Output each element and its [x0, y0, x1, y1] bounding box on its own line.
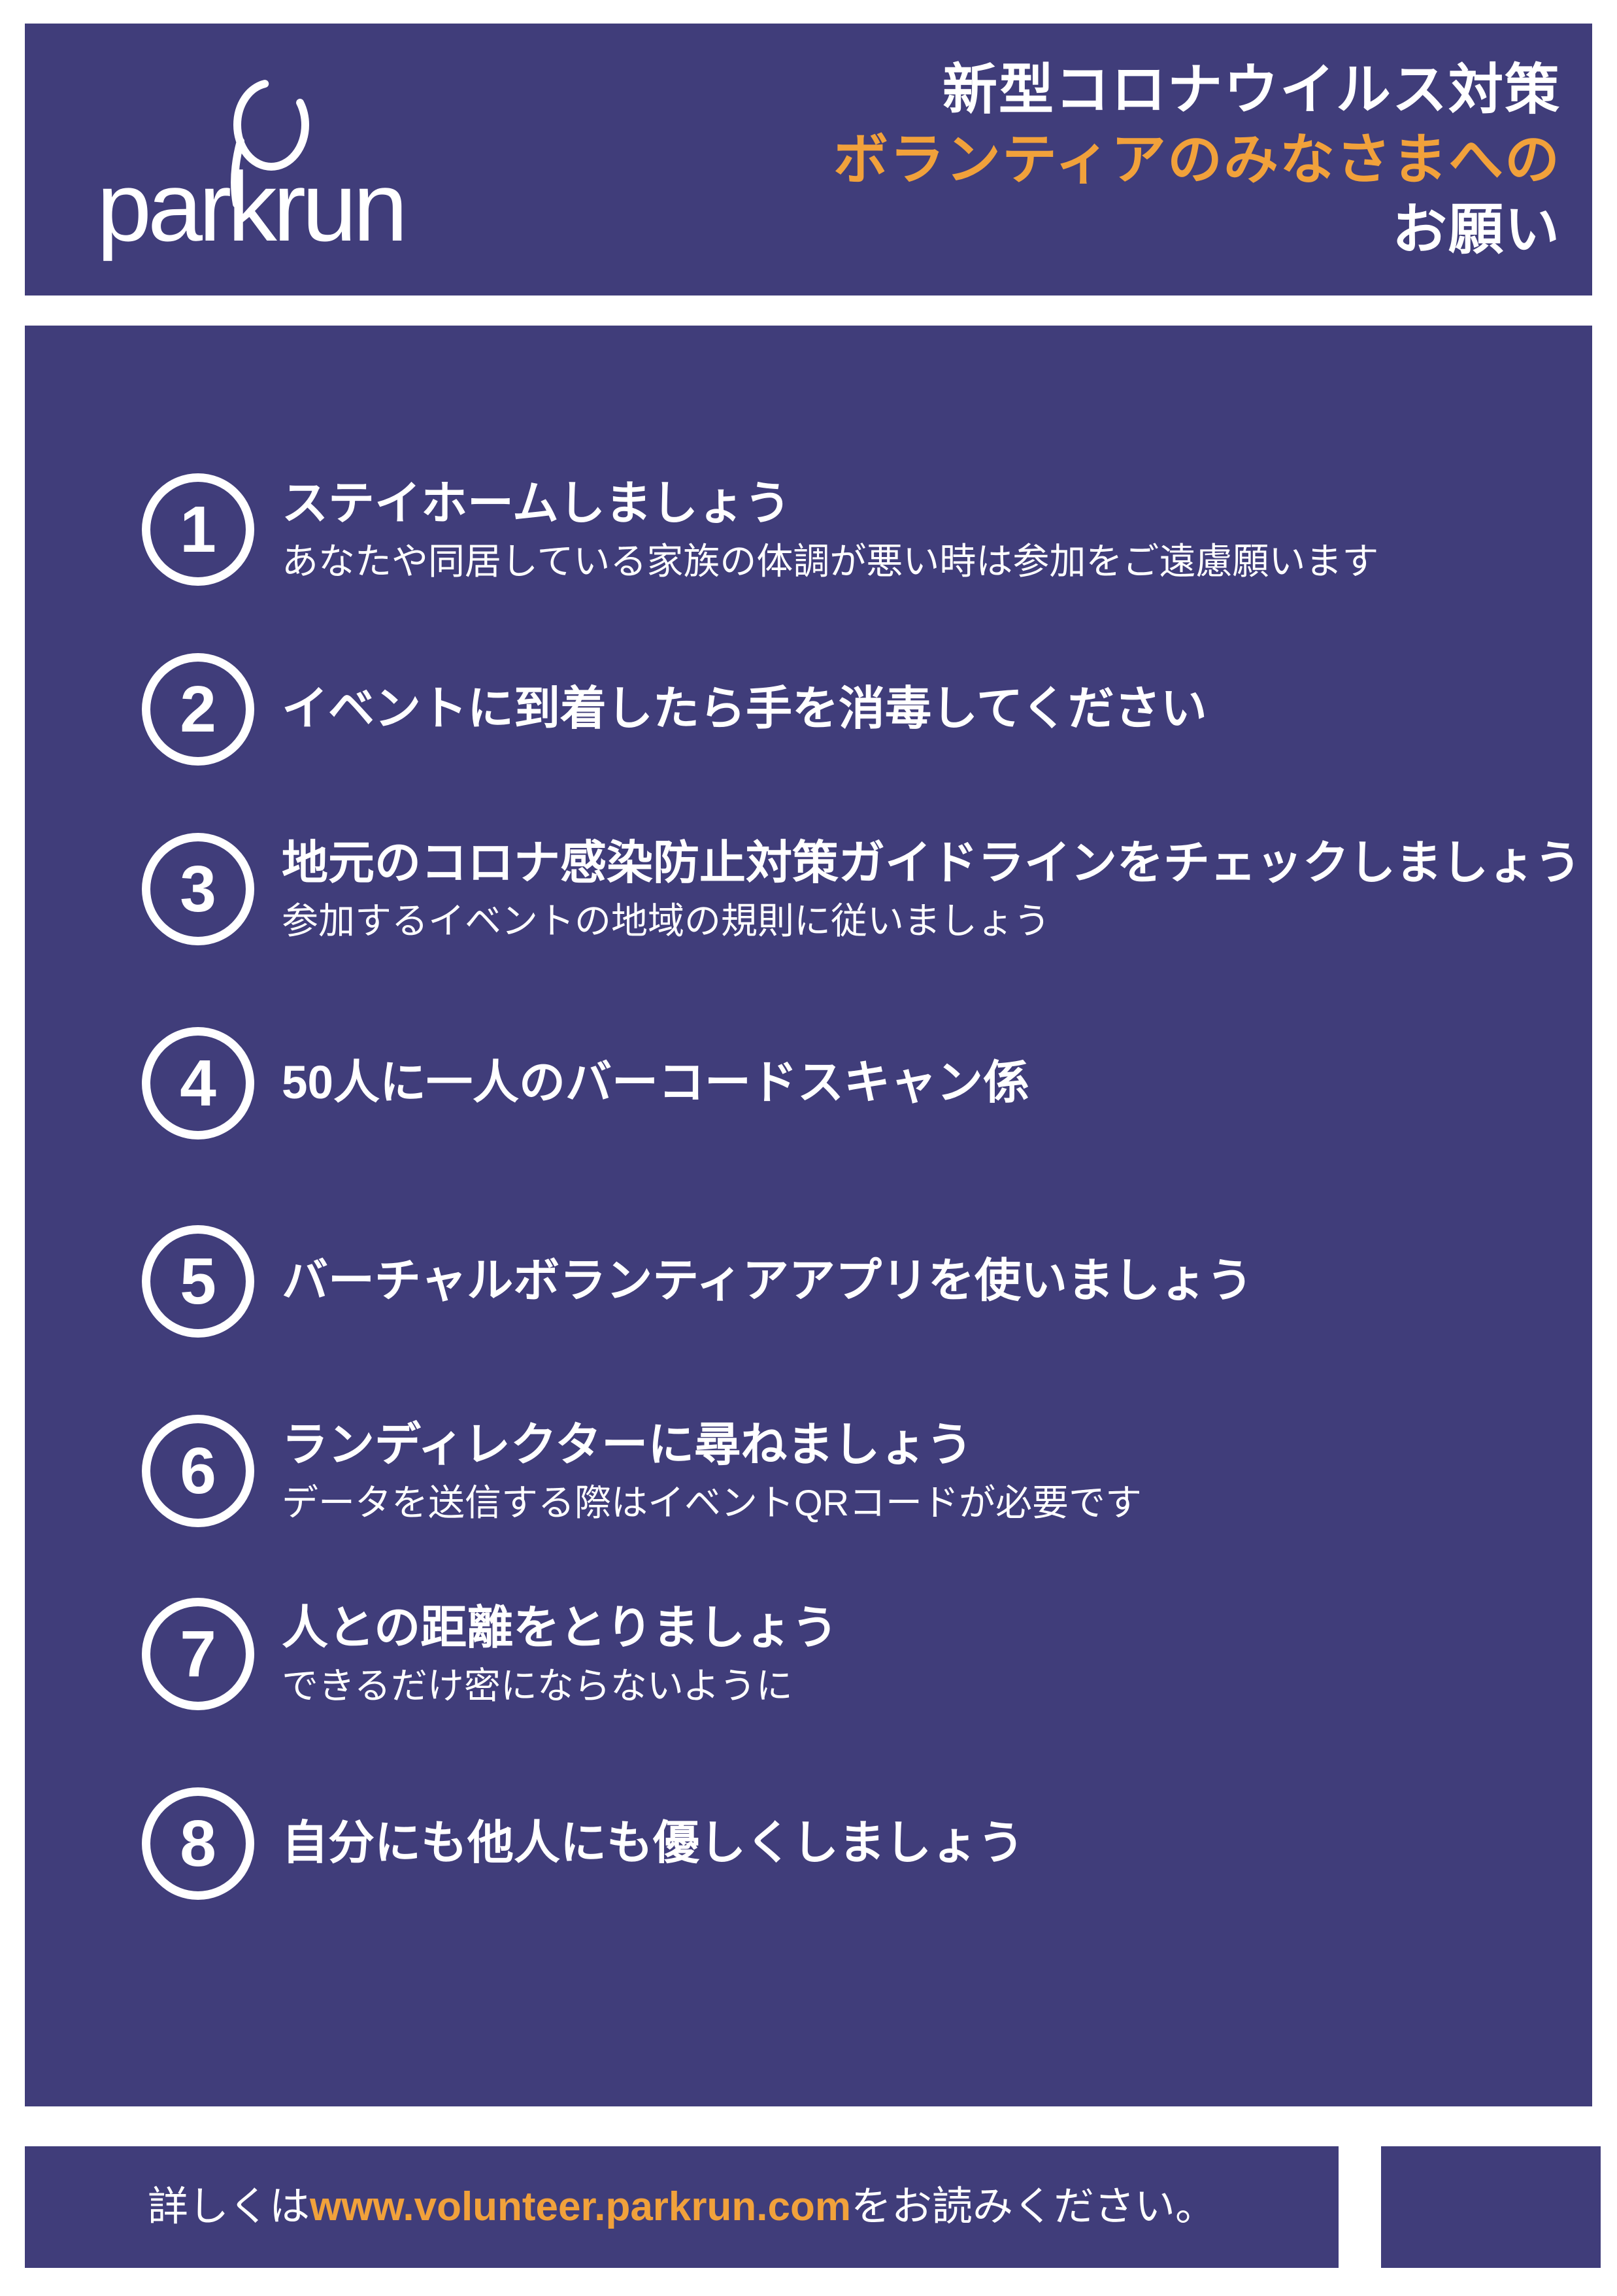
- footer-url-link[interactable]: www.volunteer.parkrun.com: [309, 2184, 851, 2229]
- item-subtitle: データを送信する際はイベントQRコードが必要です: [282, 1482, 1142, 1523]
- guideline-item-3: 3 地元のコロナ感染防止対策ガイドラインをチェックしましょう 参加するイベントの…: [142, 830, 1581, 948]
- item-title: ランディレクターに尋ねましょう: [282, 1419, 973, 1471]
- item-title: ステイホームしましょう: [282, 478, 791, 530]
- guideline-item-7: 7 人との距離をとりましょう できるだけ密にならないように: [142, 1595, 838, 1713]
- item-title: 人との距離をとりましょう: [282, 1602, 839, 1654]
- header-bar: parkrun 新型コロナウイルス対策 ボランティアのみなさまへの お願い: [25, 24, 1592, 295]
- footer-text-suffix: をお読みください。: [851, 2184, 1216, 2229]
- item-number-badge: 6: [142, 1415, 254, 1527]
- header-title-line3: お願い: [1392, 199, 1561, 260]
- item-text-block: 人との距離をとりましょう できるだけ密にならないように: [282, 1600, 838, 1708]
- item-text-block: 地元のコロナ感染防止対策ガイドラインをチェックしましょう 参加するイベントの地域…: [282, 835, 1581, 943]
- item-number-badge: 2: [142, 653, 254, 766]
- item-text-block: ステイホームしましょう あなたや同居している家族の体調が悪い時は参加をご遠慮願い…: [282, 475, 1378, 584]
- header-title-line1: 新型コロナウイルス対策: [942, 59, 1561, 120]
- header-title-block: 新型コロナウイルス対策 ボランティアのみなさまへの お願い: [833, 55, 1561, 265]
- item-text-block: イベントに到着したら手を消毒してください: [282, 681, 1207, 738]
- item-number-badge: 4: [142, 1027, 254, 1140]
- parkrun-logo-graphic: parkrun: [97, 79, 408, 262]
- guideline-item-4: 4 50人に一人のバーコードスキャン係: [142, 1024, 1029, 1142]
- guideline-item-5: 5 バーチャルボランティアアプリを使いましょう: [142, 1223, 1253, 1340]
- guideline-item-8: 8 自分にも他人にも優しくしましょう: [142, 1785, 1024, 1902]
- item-number-badge: 5: [142, 1225, 254, 1338]
- guidelines-panel: 1 ステイホームしましょう あなたや同居している家族の体調が悪い時は参加をご遠慮…: [25, 326, 1592, 2106]
- item-number-badge: 3: [142, 833, 254, 945]
- item-subtitle: あなたや同居している家族の体調が悪い時は参加をご遠慮願います: [282, 541, 1379, 582]
- item-text-block: 自分にも他人にも優しくしましょう: [282, 1815, 1024, 1872]
- logo-loop-tail: [231, 137, 244, 208]
- item-text-block: バーチャルボランティアアプリを使いましょう: [282, 1253, 1253, 1310]
- footer-text-prefix: 詳しくは: [147, 2184, 310, 2229]
- item-title: イベントに到着したら手を消毒してください: [282, 683, 1207, 735]
- item-text-block: ランディレクターに尋ねましょう データを送信する際はイベントQRコードが必要です: [282, 1417, 1142, 1525]
- logo-loop-icon: [233, 79, 309, 171]
- guideline-item-1: 1 ステイホームしましょう あなたや同居している家族の体調が悪い時は参加をご遠慮…: [142, 471, 1378, 588]
- logo-wordmark: parkrun: [97, 152, 404, 262]
- item-title: 50人に一人のバーコードスキャン係: [282, 1057, 1029, 1109]
- header-title-line2: ボランティアのみなさまへの: [833, 129, 1561, 190]
- item-text-block: 50人に一人のバーコードスキャン係: [282, 1055, 1029, 1112]
- footer-side-block: [1381, 2146, 1601, 2268]
- guideline-item-2: 2 イベントに到着したら手を消毒してください: [142, 650, 1207, 768]
- item-subtitle: 参加するイベントの地域の規則に従いましょう: [282, 900, 1050, 941]
- item-title: 自分にも他人にも優しくしましょう: [282, 1817, 1025, 1869]
- item-title: 地元のコロナ感染防止対策ガイドラインをチェックしましょう: [282, 837, 1582, 889]
- guideline-item-6: 6 ランディレクターに尋ねましょう データを送信する際はイベントQRコードが必要…: [142, 1412, 1142, 1530]
- item-subtitle: できるだけ密にならないように: [282, 1665, 793, 1706]
- item-number-badge: 1: [142, 473, 254, 586]
- item-number-badge: 7: [142, 1598, 254, 1710]
- item-title: バーチャルボランティアアプリを使いましょう: [282, 1255, 1254, 1307]
- parkrun-logo: parkrun: [85, 69, 451, 285]
- item-number-badge: 8: [142, 1787, 254, 1900]
